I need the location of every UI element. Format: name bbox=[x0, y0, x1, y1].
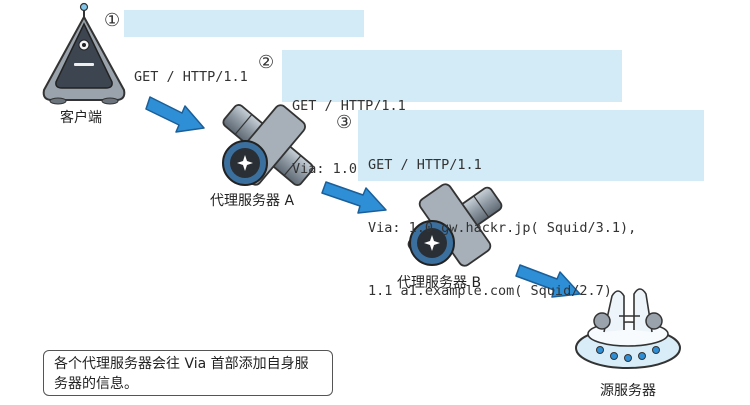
step-1-number: ① bbox=[104, 10, 121, 31]
step-3-number: ③ bbox=[336, 112, 353, 133]
step-2-request-box: GET / HTTP/1.1 Via: 1.0 gw.hackr.jp( Squ… bbox=[282, 50, 622, 177]
client-robot-icon bbox=[42, 2, 126, 105]
step-3-request-box: GET / HTTP/1.1 Via: 1.0 gw.hackr.jp( Squ… bbox=[358, 110, 704, 299]
proxy-a-core-icon bbox=[222, 140, 268, 186]
step-1-request-box: GET / HTTP/1.1 bbox=[124, 10, 364, 85]
proxy-b-label: 代理服务器 B bbox=[397, 275, 482, 291]
proxy-b-core-icon bbox=[409, 220, 455, 266]
step-2-number: ② bbox=[258, 52, 275, 73]
step-1-line-1: GET / HTTP/1.1 bbox=[134, 69, 248, 85]
explanation-note: 各个代理服务器会往 Via 首部添加自身服务器的信息。 bbox=[43, 350, 333, 396]
arrow-client-to-proxy-a bbox=[145, 96, 205, 133]
client-label: 客户端 bbox=[60, 110, 102, 126]
step-3-line-2: Via: 1.0 gw.hackr.jp( Squid/3.1), bbox=[368, 220, 637, 236]
origin-server-label: 源服务器 bbox=[600, 383, 656, 399]
step-3-line-1: GET / HTTP/1.1 bbox=[368, 157, 482, 173]
proxy-a-label: 代理服务器 A bbox=[210, 193, 295, 209]
step-3-line-3: 1.1 a1.example.com( Squid/2.7) bbox=[368, 283, 612, 299]
arrow-proxy-a-to-proxy-b bbox=[321, 181, 387, 214]
origin-server-ufo-icon bbox=[575, 288, 681, 369]
arrow-proxy-b-to-origin bbox=[515, 264, 581, 298]
